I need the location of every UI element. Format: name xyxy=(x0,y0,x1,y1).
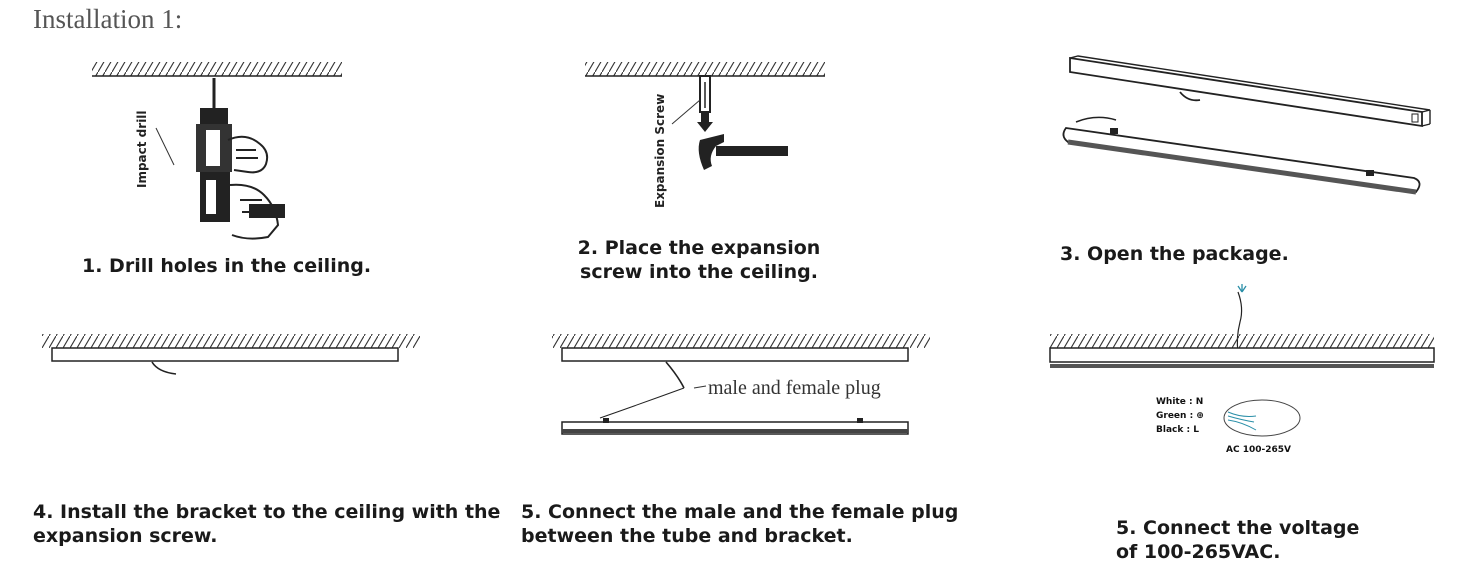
ceiling-hatch xyxy=(42,334,420,348)
plug-label: male and female plug xyxy=(708,377,881,399)
bracket xyxy=(1049,347,1435,363)
step2-caption-line2: screw into the ceiling. xyxy=(580,261,818,283)
ceiling-hatch xyxy=(1050,334,1434,348)
step6-caption-line1: 5. Connect the voltage xyxy=(1116,517,1360,539)
step6-illustration: White : N Green : ⊕ Black : L AC 100-265… xyxy=(1049,284,1435,455)
wiring-legend: White : N Green : ⊕ Black : L xyxy=(1156,397,1204,435)
green-wire-label: Green : ⊕ xyxy=(1156,411,1204,421)
ceiling-hatch xyxy=(92,62,342,76)
step5-caption-line2: between the tube and bracket. xyxy=(521,525,853,547)
expansion-screw-icon xyxy=(697,75,713,132)
impact-drill-label: Impact drill xyxy=(135,110,149,188)
step4-caption-line2: expansion screw. xyxy=(33,525,218,547)
step2-caption-line1: 2. Place the expansion xyxy=(577,237,821,259)
step4-caption-line1: 4. Install the bracket to the ceiling wi… xyxy=(33,501,501,523)
tube-icon xyxy=(1062,116,1421,195)
step1-illustration: Impact drill xyxy=(92,62,342,240)
tube-icon xyxy=(561,418,909,435)
expansion-screw-label: Expansion Screw xyxy=(653,94,667,208)
bracket xyxy=(561,347,909,362)
step1-caption: 1. Drill holes in the ceiling. xyxy=(82,255,372,277)
step4-caption: 4. Install the bracket to the ceiling wi… xyxy=(33,500,500,548)
white-wire-label: White : N xyxy=(1156,397,1203,407)
step5-caption: 5. Connect the male and the female plug … xyxy=(521,500,958,548)
ceiling-hatch xyxy=(585,62,825,76)
bracket xyxy=(51,347,399,362)
page-title: Installation 1: xyxy=(33,4,183,34)
step5-illustration: male and female plug xyxy=(552,334,930,435)
terminal-oval xyxy=(1223,399,1301,437)
ceiling-hatch xyxy=(552,334,930,348)
ac-voltage-label: AC 100-265V xyxy=(1226,445,1291,455)
step4-illustration xyxy=(42,334,420,375)
hand-icon xyxy=(227,135,285,240)
step6-caption-line2: of 100-265VAC. xyxy=(1116,541,1281,563)
step3-illustration xyxy=(1062,55,1431,195)
step2-illustration: Expansion Screw xyxy=(585,62,825,208)
hammer-icon xyxy=(698,134,788,170)
step3-caption: 3. Open the package. xyxy=(1060,243,1289,265)
step5-caption-line1: 5. Connect the male and the female plug xyxy=(521,501,959,523)
drill-icon xyxy=(196,108,232,222)
step6-caption: 5. Connect the voltage of 100-265VAC. xyxy=(1116,516,1359,564)
black-wire-label: Black : L xyxy=(1156,425,1199,435)
bracket-icon xyxy=(1069,55,1431,128)
step2-caption: 2. Place the expansion screw into the ce… xyxy=(560,236,838,284)
